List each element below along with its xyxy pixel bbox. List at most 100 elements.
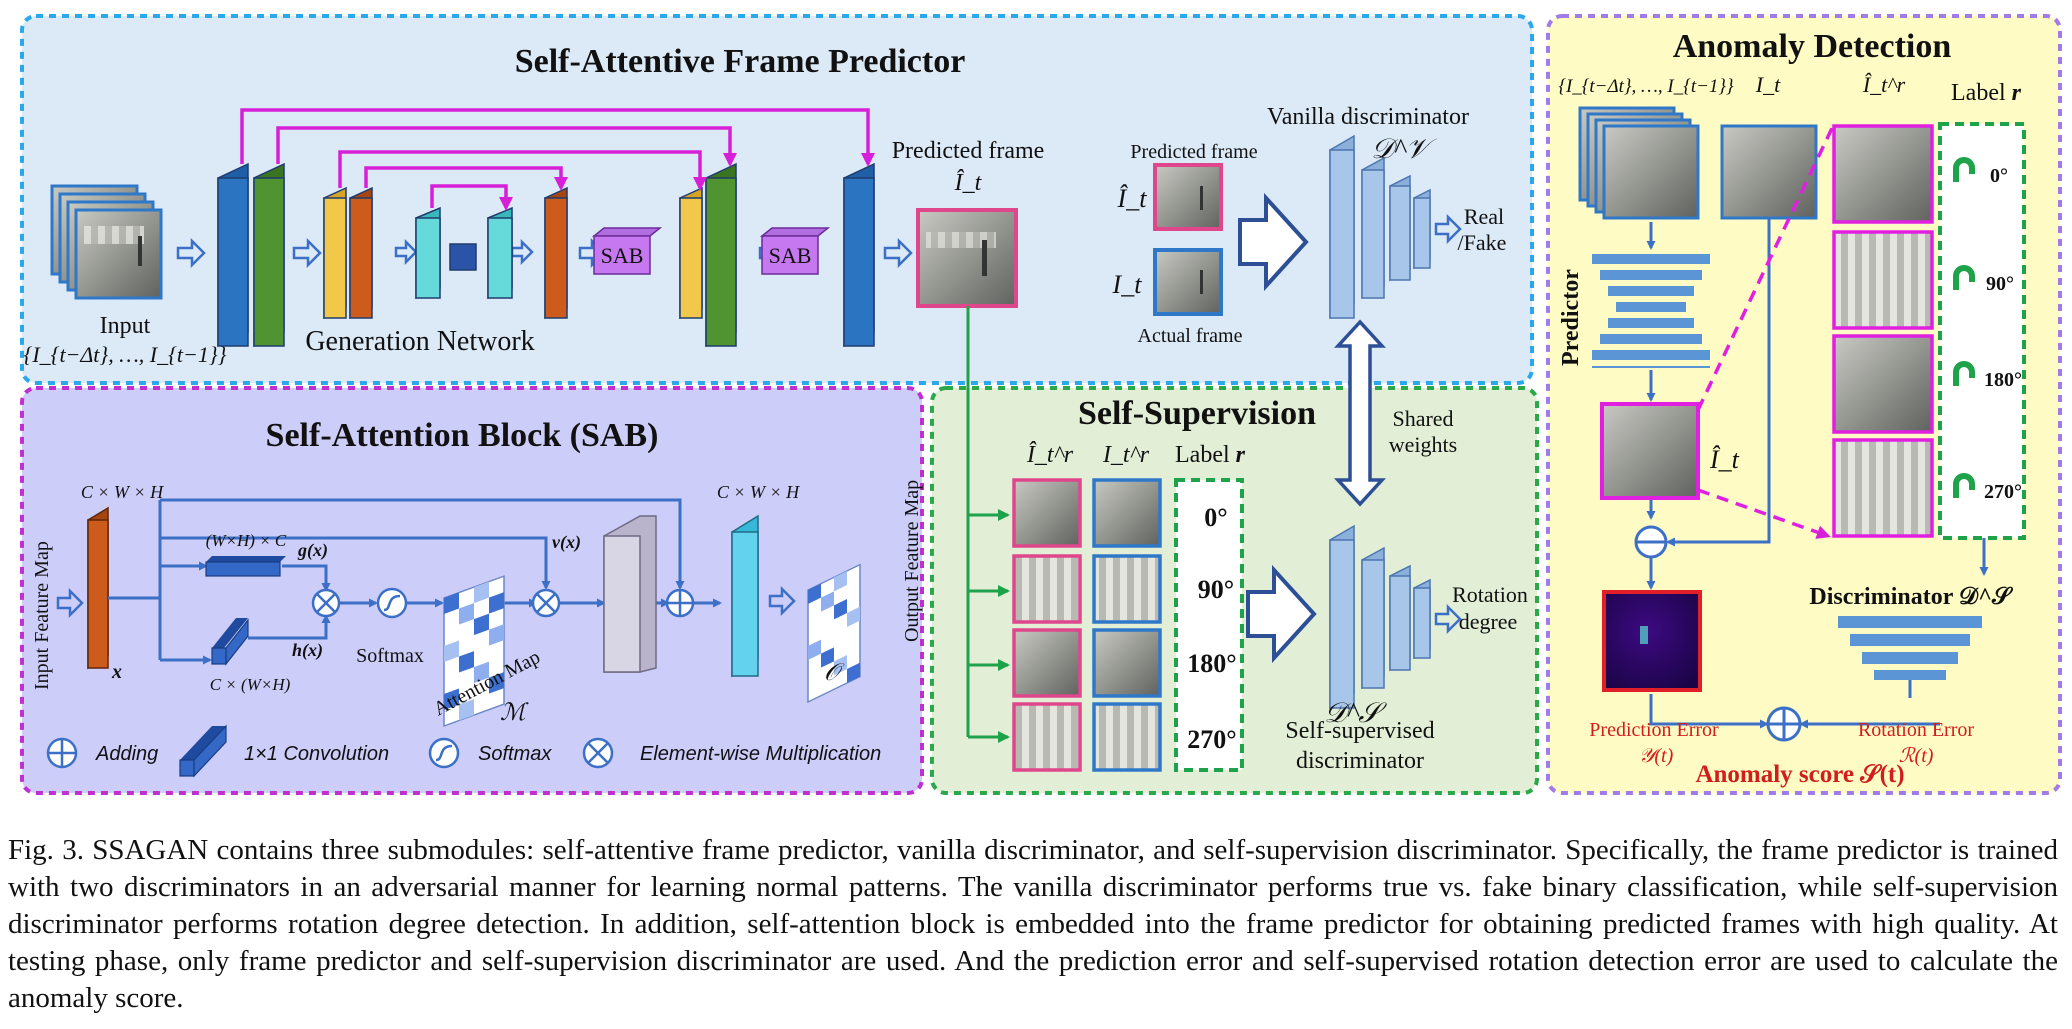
supervision-angle-90: 90° <box>1198 575 1234 604</box>
predicted-frame-label: Predicted frame <box>892 138 1045 164</box>
anomaly-prediction-error-symbol: 𝒴(t) <box>1639 745 1674 767</box>
vanilla-actual-image <box>1153 248 1223 316</box>
sab-input-arrow <box>56 587 84 619</box>
sab-output-map-label: Output Feature Map <box>901 480 923 642</box>
anomaly-rotation-error: Rotation Error <box>1858 719 1974 741</box>
sab-conv-h <box>211 618 249 666</box>
supervision-output-arrow <box>1434 603 1462 635</box>
vanilla-discriminator-blocks <box>1329 134 1431 320</box>
legend-softmax-label: Softmax <box>478 743 552 765</box>
anomaly-flow-lines <box>1646 218 1989 729</box>
predictor-title: Self-Attentive Frame Predictor <box>515 43 966 80</box>
anomaly-col-rot: Î_t^r <box>1862 72 1906 97</box>
anomaly-score: Anomaly score 𝒮(t) <box>1695 761 1904 788</box>
sab-x-label: x <box>111 661 122 683</box>
shared-weights-arrow <box>1334 319 1386 507</box>
supervision-angle-180: 180° <box>1187 649 1236 678</box>
anomaly-rotated-frames <box>1832 124 1934 538</box>
anomaly-title: Anomaly Detection <box>1673 28 1952 65</box>
vanilla-output-fake: /Fake <box>1458 230 1507 255</box>
anomaly-input-frame-stack <box>1578 106 1700 220</box>
legend-multiply-label: Element-wise Multiplication <box>640 743 881 765</box>
figure-caption: Fig. 3. SSAGAN contains three submodules… <box>8 834 2058 1014</box>
anomaly-rotation-link-2 <box>1697 488 1831 539</box>
sab-output-feature-block <box>731 514 759 678</box>
anomaly-label-header: Label r <box>1951 80 2022 106</box>
sab-conv-g <box>205 556 286 577</box>
supervision-angle-270: 270° <box>1187 725 1236 754</box>
sab-block-2: SAB <box>759 227 831 275</box>
shared-weights-label-1: Shared <box>1392 406 1453 431</box>
input-label: Input <box>100 313 151 339</box>
supervision-disc-label-2: discriminator <box>1296 748 1424 774</box>
anomaly-predicted-symbol: Î_t <box>1709 445 1740 474</box>
supervision-col-pred: Î_t^r <box>1026 442 1074 468</box>
sab-attention-symbol: ℳ <box>500 700 529 726</box>
supervision-label-header: Label r <box>1175 442 1246 468</box>
sab-input-map-label: Input Feature Map <box>31 541 53 690</box>
anomaly-add-node <box>1766 706 1802 742</box>
sab-dims-h: C × (W×H) <box>210 675 291 694</box>
anomaly-subtract-node <box>1634 525 1668 559</box>
legend-adding-label: Adding <box>95 743 158 765</box>
sab-multiply-1 <box>311 588 341 618</box>
anomaly-rotation-link <box>1696 123 1836 411</box>
vanilla-title: Vanilla discriminator <box>1267 104 1469 130</box>
sab-block-2-label: SAB <box>769 243 812 268</box>
vanilla-output-arrow <box>1434 213 1462 245</box>
input-set-label: {I_{t−Δt}, …, I_{t−1}} <box>24 342 227 367</box>
anomaly-col-input: {I_{t−Δt}, …, I_{t−1}} <box>1558 76 1734 97</box>
sab-output-arrow <box>768 585 796 617</box>
generation-network-label: Generation Network <box>305 326 534 357</box>
anomaly-col-actual: I_t <box>1755 72 1781 97</box>
predicted-to-rotation-arrows <box>966 306 1010 743</box>
anomaly-discriminator-network <box>1838 616 1982 680</box>
sab-attention-map <box>443 575 505 728</box>
sab-connections <box>108 498 722 665</box>
legend-conv-label: 1×1 Convolution <box>244 743 389 765</box>
sab-attention-output-block <box>603 515 657 673</box>
sab-block-1: SAB <box>591 227 663 275</box>
ssagan-architecture-diagram: Self-Attentive Frame Predictor Anomaly D… <box>20 14 2062 795</box>
supervision-output-rotation: Rotation <box>1452 582 1528 607</box>
anomaly-error-map <box>1602 590 1702 692</box>
anomaly-rotation-error-symbol: ℛ(t) <box>1899 745 1934 767</box>
sab-add-node <box>665 588 695 618</box>
shared-weights-label-2: weights <box>1389 432 1457 457</box>
sab-dims-in: C × W × H <box>81 482 164 502</box>
sab-g-label: g(x) <box>297 540 328 561</box>
supervision-title: Self-Supervision <box>1078 395 1316 432</box>
supervision-output-degree: degree <box>1459 609 1518 634</box>
sab-softmax-icon <box>376 587 408 619</box>
anomaly-discriminator-label: Discriminator 𝒟^𝒮 <box>1809 584 2014 610</box>
supervision-label-box <box>1174 478 1244 772</box>
supervision-col-actual: I_t^r <box>1102 442 1150 468</box>
supervision-angle-0: 0° <box>1204 503 1227 532</box>
anomaly-predictor-network <box>1592 254 1710 368</box>
anomaly-angle-270: 270° <box>1984 481 2022 503</box>
legend-conv-icon <box>179 724 227 778</box>
supervision-disc-symbol: 𝒟^𝒮 <box>1324 698 1387 729</box>
supervision-rotated-actual-frames <box>1092 478 1162 772</box>
legend-adding-icon <box>46 737 78 769</box>
supervision-disc-label-1: Self-supervised <box>1285 718 1434 744</box>
predicted-frame-image <box>916 208 1018 308</box>
vanilla-actual-label: Actual frame <box>1138 325 1243 347</box>
input-frame-stack <box>50 184 163 300</box>
sab-v-label: v(x) <box>552 532 581 553</box>
sab-dims-out: C × W × H <box>717 482 800 502</box>
legend-softmax-icon <box>428 737 460 769</box>
anomaly-rotation-icons <box>1953 157 1975 498</box>
skip-connections <box>240 108 875 211</box>
vanilla-input-arrow <box>1238 192 1309 292</box>
anomaly-angle-0: 0° <box>1990 165 2008 187</box>
anomaly-actual-frame <box>1720 124 1818 220</box>
vanilla-predicted-label: Predicted frame <box>1130 141 1257 163</box>
anomaly-predicted-frame <box>1600 402 1700 500</box>
predicted-frame-symbol: Î_t <box>954 170 983 196</box>
anomaly-predictor-label: Predictor <box>1558 269 1584 366</box>
anomaly-prediction-error: Prediction Error <box>1589 719 1719 741</box>
supervision-input-arrow <box>1246 564 1317 664</box>
sab-block-1-label: SAB <box>601 243 644 268</box>
anomaly-angle-180: 180° <box>1984 369 2022 391</box>
